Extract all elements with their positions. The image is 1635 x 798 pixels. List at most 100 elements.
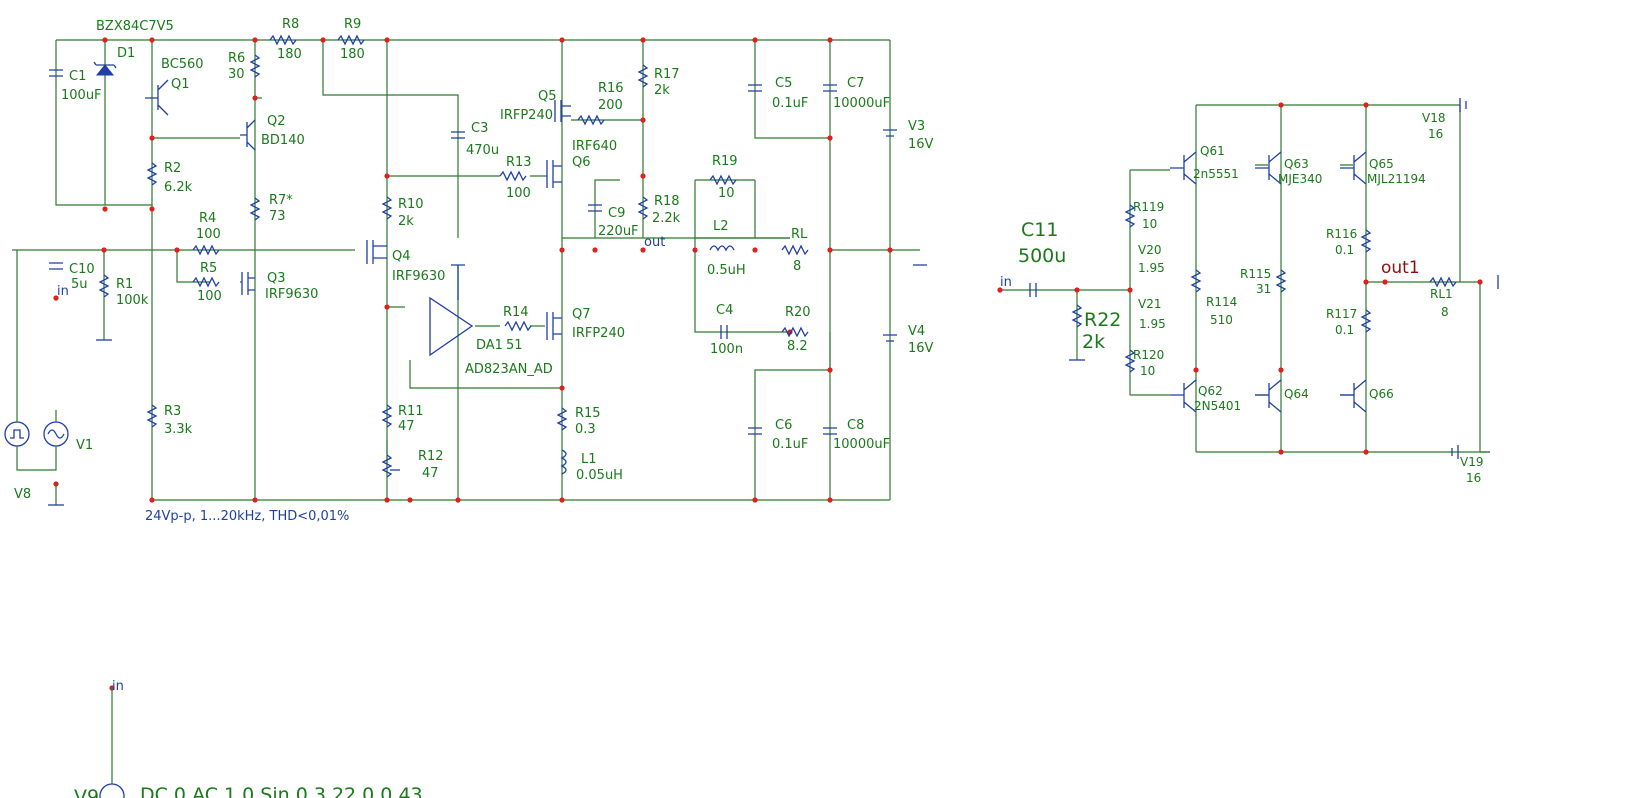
label-q66: Q66: [1369, 387, 1394, 401]
label-r11: R11: [398, 404, 424, 419]
label-l1: L1: [581, 452, 597, 467]
label-r14-val: 51: [506, 338, 523, 353]
left-circuit-wires: [12, 39, 920, 501]
label-r14: R14: [503, 305, 529, 320]
label-c9: C9: [608, 206, 625, 221]
label-d1-part: BZX84C7V5: [96, 19, 174, 34]
label-q2-part: BD140: [261, 133, 305, 148]
label-v18-val: 16: [1428, 127, 1443, 141]
label-r22-val: 2k: [1082, 331, 1105, 353]
label-v3: V3: [908, 119, 925, 134]
label-q65-part: MJL21194: [1367, 172, 1426, 186]
label-v20-val: 1.95: [1138, 261, 1165, 275]
label-c1: C1: [69, 69, 86, 84]
label-q5: Q5: [538, 89, 557, 104]
label-r16-val: 200: [598, 98, 623, 113]
label-c5: C5: [775, 76, 792, 91]
label-l1-val: 0.05uH: [576, 468, 623, 483]
label-c7-val: 10000uF: [833, 96, 890, 111]
label-r2: R2: [164, 161, 181, 176]
label-rl1-val: 8: [1441, 305, 1449, 319]
label-q3: Q3: [267, 271, 286, 286]
label-r20: R20: [785, 305, 811, 320]
left-circuit-nodes: [53, 37, 893, 503]
label-r115: R115: [1240, 267, 1271, 281]
label-v18: V18: [1422, 111, 1445, 125]
label-r115-val: 31: [1256, 282, 1271, 296]
label-c10-val: 5u: [71, 277, 88, 292]
label-r17: R17: [654, 67, 680, 82]
label-r8-val: 180: [277, 47, 302, 62]
label-r2-val: 6.2k: [164, 180, 193, 195]
label-r10: R10: [398, 197, 424, 212]
label-q1-part: BC560: [161, 57, 204, 72]
label-c8-val: 10000uF: [833, 437, 890, 452]
label-v19-val: 16: [1466, 471, 1481, 485]
label-c9-val: 220uF: [598, 224, 639, 239]
label-v3-val: 16V: [908, 137, 934, 152]
label-q7: Q7: [572, 307, 591, 322]
label-r116-val: 0.1: [1335, 243, 1354, 257]
label-c3-val: 470u: [466, 143, 499, 158]
label-r15: R15: [575, 406, 601, 421]
label-q63-part: MJE340: [1278, 172, 1322, 186]
label-q61-part: 2n5551: [1193, 167, 1239, 181]
label-in-left: in: [57, 284, 69, 299]
label-out1: out1: [1381, 258, 1420, 278]
label-rl: RL: [791, 227, 808, 242]
label-r114-val: 510: [1210, 313, 1233, 327]
label-note: 24Vp-p, 1...20kHz, THD<0,01%: [145, 509, 349, 524]
label-v21: V21: [1138, 297, 1161, 311]
right-circuit-nodes: [997, 102, 1483, 455]
label-q61: Q61: [1200, 144, 1225, 158]
label-d1: D1: [117, 46, 135, 61]
label-r8: R8: [282, 17, 299, 32]
label-q62: Q62: [1198, 384, 1223, 398]
label-c6: C6: [775, 418, 792, 433]
label-q4: Q4: [392, 249, 411, 264]
label-r6: R6: [228, 51, 245, 66]
label-v4-val: 16V: [908, 341, 934, 356]
label-r20-val: 8.2: [787, 339, 808, 354]
label-q1: Q1: [171, 77, 190, 92]
label-r117-val: 0.1: [1335, 323, 1354, 337]
label-r10-val: 2k: [398, 214, 414, 229]
label-r18: R18: [654, 194, 680, 209]
label-r1: R1: [116, 277, 133, 292]
label-r12: R12: [418, 449, 444, 464]
label-r7-val: 73: [269, 209, 286, 224]
label-q7-part: IRFP240: [572, 326, 625, 341]
label-l2-val: 0.5uH: [707, 263, 746, 278]
label-v20: V20: [1138, 243, 1161, 257]
label-c1-val: 100uF: [61, 88, 102, 103]
label-q2: Q2: [267, 114, 286, 129]
label-r120: R120: [1133, 348, 1164, 362]
label-q65: Q65: [1369, 157, 1394, 171]
label-r4: R4: [199, 211, 216, 226]
label-v21-val: 1.95: [1139, 317, 1166, 331]
label-c3: C3: [471, 121, 488, 136]
label-r9-val: 180: [340, 47, 365, 62]
label-r116: R116: [1326, 227, 1357, 241]
label-q3-part: IRF9630: [265, 287, 318, 302]
label-v1: V1: [76, 438, 93, 453]
label-r9: R9: [344, 17, 361, 32]
label-r4-val: 100: [196, 227, 221, 242]
label-r12-val: 47: [422, 466, 439, 481]
label-r18-val: 2.2k: [652, 211, 681, 226]
left-circuit-parts: [4, 35, 927, 506]
label-c11-val: 500u: [1018, 245, 1066, 267]
label-rl1: RL1: [1430, 287, 1453, 301]
label-c4-val: 100n: [710, 342, 743, 357]
label-source-spec: DC 0 AC 1 0 Sin 0 3 22 0 0 43: [140, 784, 423, 798]
label-c6-val: 0.1uF: [772, 437, 808, 452]
label-r119-val: 10: [1142, 217, 1157, 231]
label-v19: V19: [1460, 455, 1483, 469]
label-q63: Q63: [1284, 157, 1309, 171]
label-r117: R117: [1326, 307, 1357, 321]
label-r15-val: 0.3: [575, 422, 596, 437]
label-q64: Q64: [1284, 387, 1309, 401]
label-q4-part: IRF9630: [392, 269, 445, 284]
label-r11-val: 47: [398, 419, 415, 434]
